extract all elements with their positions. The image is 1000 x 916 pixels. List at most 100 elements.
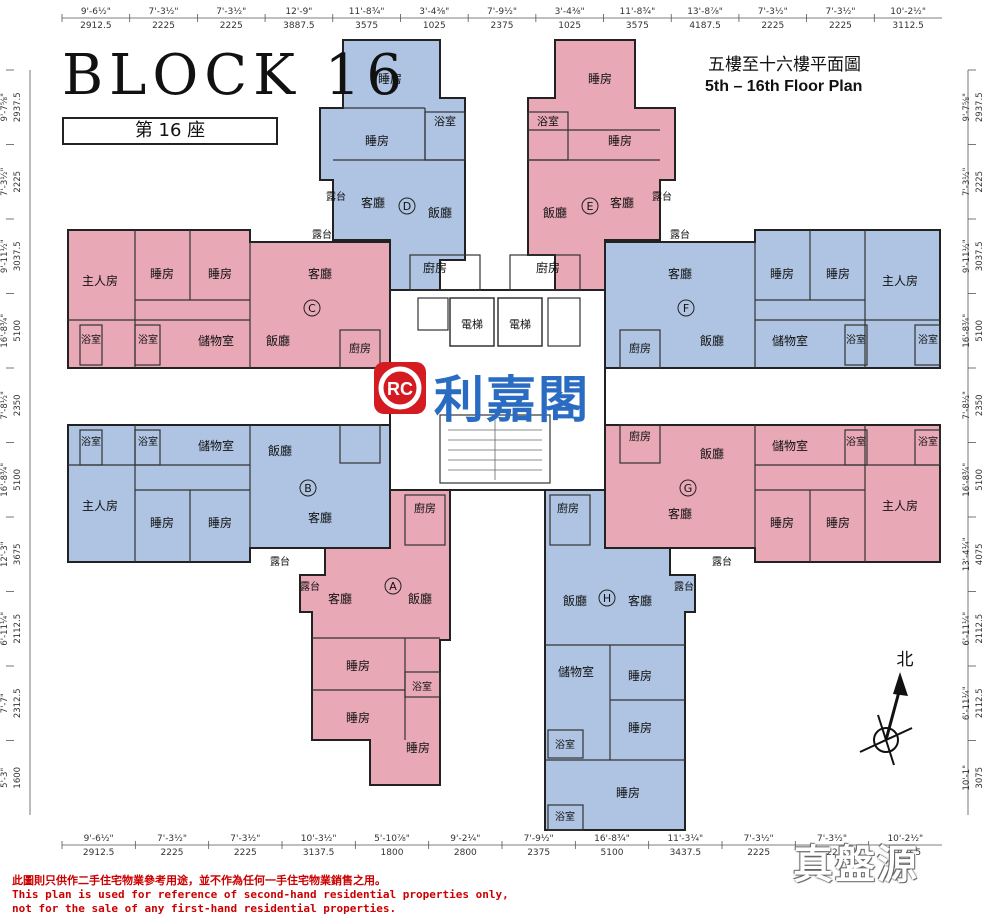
dimension-imperial: 7'-3½" [962,167,972,195]
room-kitchen: 廚房 [349,341,371,355]
unit-h: 飯廳 客廳 睡房 睡房 睡房 儲物室 浴室 浴室 露台 廚房 H [544,489,696,831]
room-kitchen: 廚房 [414,501,436,515]
dimension-imperial: 9'-7⅝" [962,93,972,121]
dimension-metric: 2225 [13,171,23,193]
dimension-imperial: 3'-4⅜" [555,7,585,17]
room-dining: 飯廳 [428,205,452,220]
room-living: 客廳 [668,506,692,521]
room-bathroom: 浴室 [846,333,866,346]
dimension-imperial: 9'-6½" [84,834,114,844]
room-living: 客廳 [308,266,332,281]
room-bathroom: 浴室 [918,333,938,346]
dimension-imperial: 10'-1" [962,765,972,791]
room-living: 客廳 [361,195,385,210]
dimension-ticks-right: 9'-7⅝"2937.57'-3½"22259'-11½"3037.516'-8… [962,69,985,791]
disclaimer: 此圖則只供作二手住宅物業參考用途，並不作為任何一手住宅物業銷售之用。 This … [12,874,509,916]
dimension-imperial: 16'-8¾" [962,463,972,497]
unit-letter: F [683,302,689,315]
room-master-bedroom: 主人房 [882,273,918,288]
dimension-metric: 2937.5 [13,92,23,122]
room-bedroom: 睡房 [378,71,402,86]
dimension-imperial: 7'-8½" [0,391,10,419]
unit-letter: D [403,200,411,213]
room-bedroom: 睡房 [826,515,850,530]
room-kitchen: 廚房 [629,341,651,355]
dimension-metric: 2312.5 [13,688,23,718]
dimension-metric: 2350 [975,394,985,416]
dimension-metric: 3675 [13,543,23,565]
dimension-metric: 2225 [234,848,257,858]
agency-logo-mark: RC [374,362,426,414]
dimension-imperial: 6'-11¼" [962,686,972,720]
room-balcony: 露台 [300,580,320,593]
disclaimer-chinese: 此圖則只供作二手住宅物業參考用途，並不作為任何一手住宅物業銷售之用。 [12,874,386,887]
dimension-metric: 2225 [975,171,985,193]
dimension-imperial: 6'-11¼" [0,612,10,646]
unit-letter: H [603,592,611,605]
dimension-metric: 2912.5 [83,848,115,858]
block-title-chinese: 第 16 座 [62,117,278,145]
dimension-metric: 3887.5 [283,21,315,31]
dimension-imperial: 9'-2¼" [450,834,480,844]
dimension-metric: 2375 [491,21,514,31]
room-bathroom: 浴室 [412,680,432,693]
unit-letter: B [304,482,312,495]
room-dining: 飯廳 [700,446,724,461]
room-bedroom: 睡房 [770,266,794,281]
room-kitchen: 廚房 [557,501,579,515]
room-bathroom: 浴室 [537,114,559,128]
unit-f: 客廳 飯廳 睡房 睡房 主人房 儲物室 浴室 浴室 露台 廚房 F [604,228,941,369]
dimension-imperial: 6'-11¼" [962,612,972,646]
room-master-bedroom: 主人房 [882,498,918,513]
room-storage: 儲物室 [772,438,808,453]
dimension-metric: 2800 [454,848,477,858]
room-dining: 飯廳 [408,591,432,606]
room-bedroom: 睡房 [365,133,389,148]
room-bathroom: 浴室 [81,435,101,448]
dimension-metric: 1025 [423,21,446,31]
room-balcony: 露台 [652,190,672,203]
dimension-metric: 3075 [975,767,985,789]
room-bedroom: 睡房 [588,71,612,86]
dimension-imperial: 7'-3½" [0,167,10,195]
north-label: 北 [897,650,914,670]
room-bedroom: 睡房 [770,515,794,530]
dimension-metric: 4075 [975,543,985,565]
dimension-metric: 2225 [821,848,844,858]
dimension-metric: 1600 [13,767,23,789]
dimension-metric: 5100 [975,469,985,491]
dimension-imperial: 7'-7" [0,693,10,713]
room-living: 客廳 [328,591,352,606]
room-storage: 儲物室 [558,664,594,679]
dimension-metric: 2112.5 [975,688,985,718]
room-bedroom: 睡房 [826,266,850,281]
room-bathroom: 浴室 [555,738,575,751]
room-bedroom: 睡房 [150,515,174,530]
dimension-ticks-bottom: 9'-6½"2912.57'-3½"22257'-3½"222510'-3½"3… [61,834,923,858]
room-dining: 飯廳 [266,333,290,348]
dimension-imperial: 10'-2½" [887,834,923,844]
dimension-imperial: 7'-3½" [758,7,788,17]
room-storage: 儲物室 [198,438,234,453]
dimension-metric: 3437.5 [670,848,702,858]
room-bedroom: 睡房 [616,785,640,800]
dimension-metric: 5100 [13,469,23,491]
room-living: 客廳 [628,593,652,608]
dimension-metric: 5100 [975,320,985,342]
room-bathroom: 浴室 [138,333,158,346]
block-title: BLOCK 16 [62,43,408,108]
unit-b: 主人房 睡房 睡房 飯廳 客廳 浴室 浴室 儲物室 露台 B [67,424,391,568]
room-bathroom: 浴室 [81,333,101,346]
dimension-imperial: 7'-8½" [962,391,972,419]
dimension-imperial: 7'-9½" [487,7,517,17]
unit-letter: G [684,482,693,495]
dimension-metric: 3112.5 [892,21,924,31]
room-master-bedroom: 主人房 [82,498,118,513]
unit-e: 睡房 睡房 客廳 飯廳 浴室 露台 廚房 E [509,39,676,291]
central-core: 電梯 電梯 [389,289,606,491]
dimension-imperial: 9'-6½" [81,7,111,17]
disclaimer-english-2: not for the sale of any first-hand resid… [12,902,397,915]
agency-logo-text: 利嘉閣 [434,370,590,429]
room-bedroom: 睡房 [208,515,232,530]
